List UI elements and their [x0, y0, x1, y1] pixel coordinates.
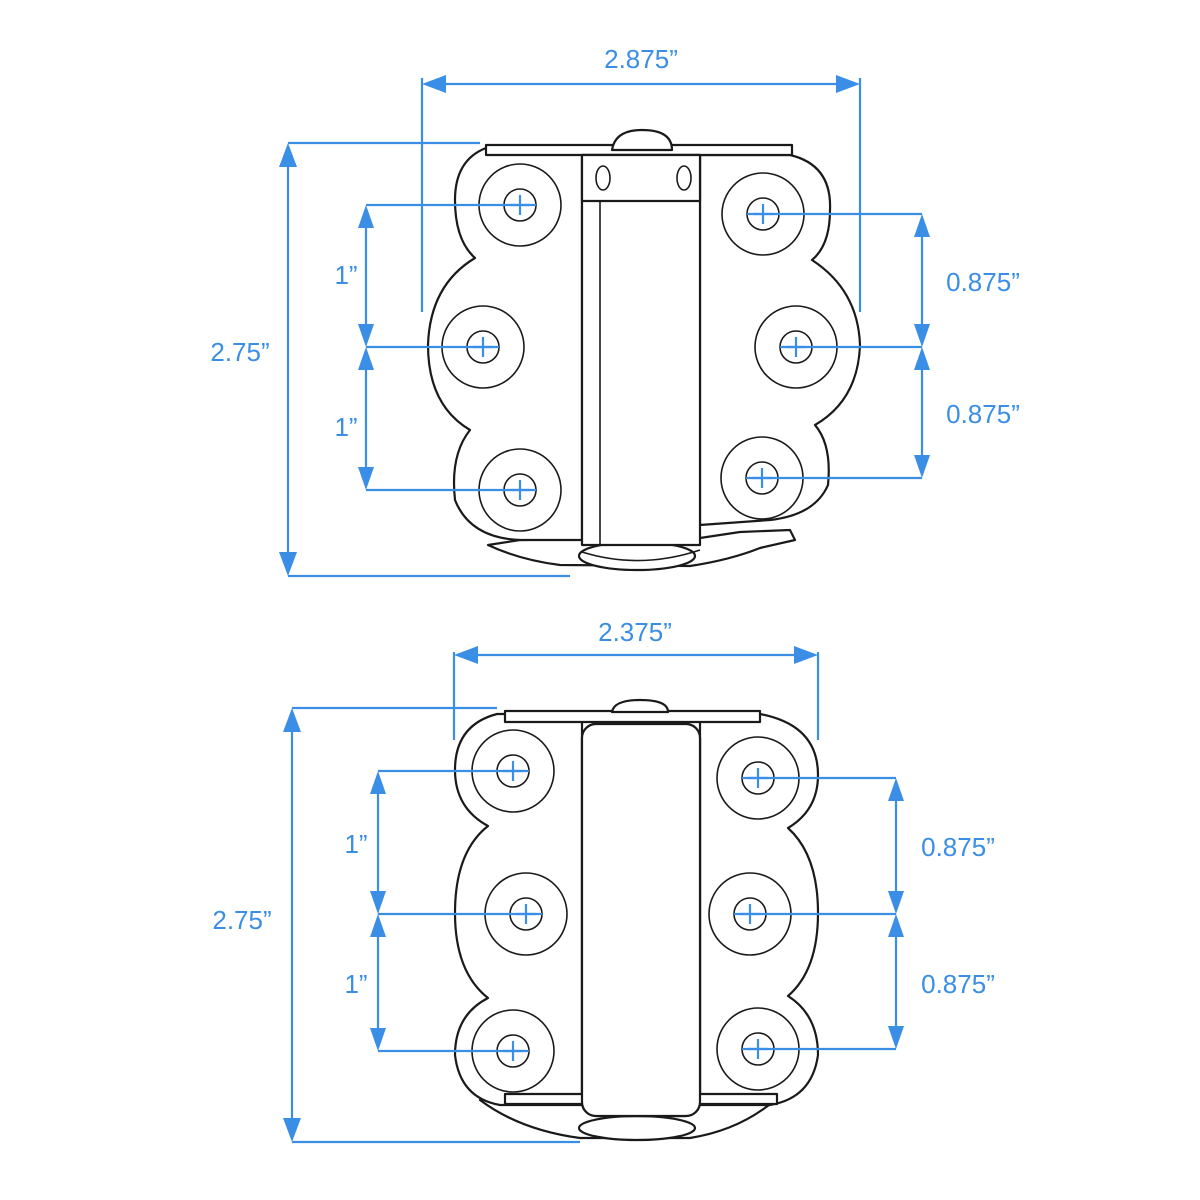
- top-height-label: 2.75”: [210, 337, 269, 367]
- top-hinge-slot-right: [676, 165, 692, 191]
- top-right-spacing-lower-label: 0.875”: [946, 399, 1020, 429]
- bottom-left-spacing-lower-label: 1”: [344, 969, 367, 999]
- top-hinge-knob: [610, 128, 674, 152]
- top-right-spacing-upper-label: 0.875”: [946, 267, 1020, 297]
- top-left-spacing-lower-label: 1”: [334, 412, 357, 442]
- bottom-hinge-drawing: [453, 698, 820, 1142]
- top-hinge-left-leaf: [426, 146, 584, 542]
- bottom-hinge-dimensions: 2.375” 2.75” 1” 1” 0.875” 0.875”: [212, 617, 995, 1144]
- bottom-hinge-knob: [610, 698, 670, 714]
- top-hinge-dimensions: 2.875” 2.75” 1” 1” 0.875” 0.875”: [210, 44, 1020, 578]
- bottom-hinge-barrel-front: [580, 722, 702, 1118]
- bottom-hinge-bottom-cap: [577, 1114, 697, 1142]
- bottom-right-spacing-lower-label: 0.875”: [921, 969, 995, 999]
- bottom-left-spacing-upper-label: 1”: [344, 829, 367, 859]
- top-width-label: 2.875”: [604, 44, 678, 74]
- bottom-width-label: 2.375”: [598, 617, 672, 647]
- bottom-hinge-left-leaf: [453, 712, 584, 1107]
- top-hinge-screw-crosses: [473, 195, 806, 500]
- bottom-hinge-screw-crosses: [503, 761, 768, 1061]
- bottom-right-spacing-upper-label: 0.875”: [921, 832, 995, 862]
- top-left-spacing-upper-label: 1”: [334, 260, 357, 290]
- top-hinge-barrel: [580, 153, 702, 547]
- top-hinge-drawing: [426, 128, 862, 572]
- top-hinge-barrel-bottom: [581, 549, 701, 562]
- top-hinge-barrel-cap: [580, 153, 702, 203]
- top-hinge-slot-left: [595, 165, 611, 191]
- bottom-height-label: 2.75”: [212, 905, 271, 935]
